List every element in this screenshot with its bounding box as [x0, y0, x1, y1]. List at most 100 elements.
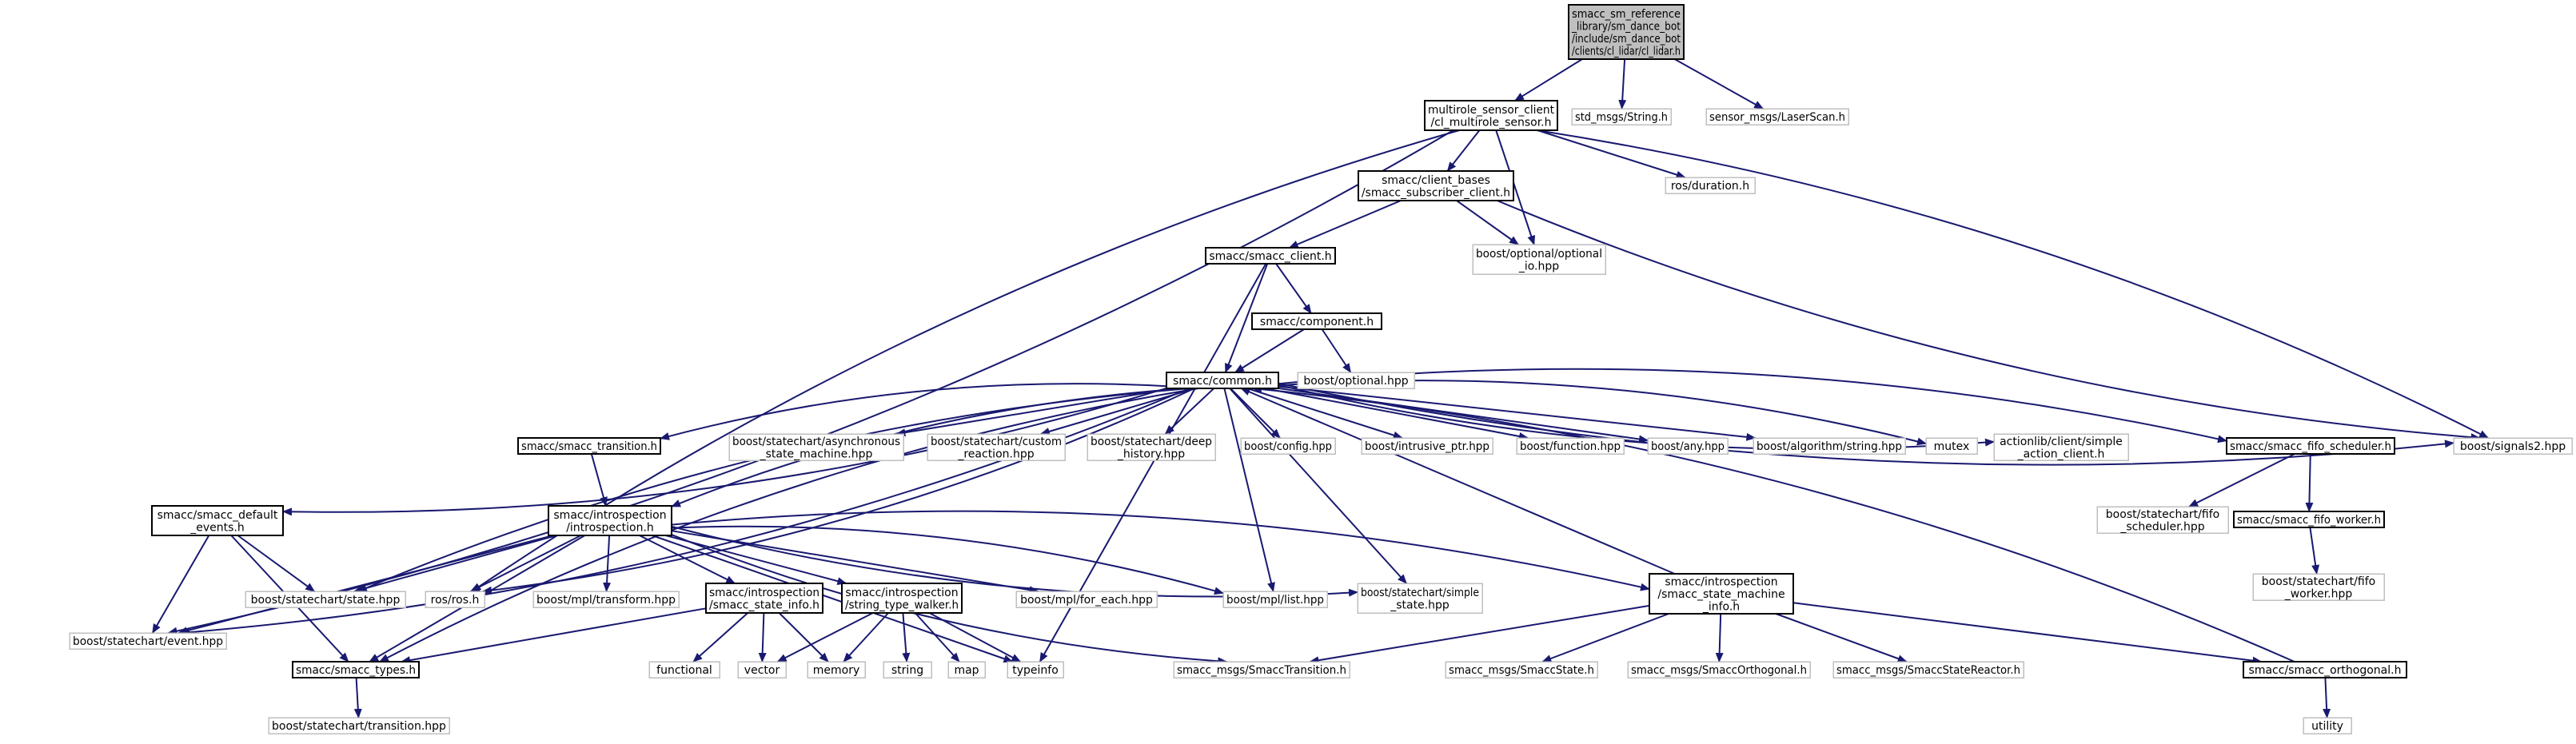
node-state_info-label-line-0: smacc/introspection [709, 587, 819, 599]
edge-multirole-to-signals2 [1537, 129, 2489, 439]
edge-default_events-to-event [151, 535, 210, 634]
node-sm_info-box [1649, 573, 1794, 615]
edge-smacc_client-to-component [1275, 263, 1312, 314]
node-map: map [947, 661, 986, 678]
node-type_walker-label-line-1: /string_type_walker.h [845, 599, 959, 611]
node-smacc_state_msg-label-line-0: smacc_msgs/SmaccState.h [1449, 664, 1594, 677]
node-smacc_client-label-line-0: smacc/smacc_client.h [1209, 250, 1331, 263]
node-default_events[interactable]: smacc/smacc_default_events.h [151, 505, 284, 536]
node-sc_fifo_scheduler: boost/statechart/fifo_scheduler.hpp [2096, 506, 2229, 534]
edge-introspection-to-event [177, 535, 554, 635]
node-std_string-box [1571, 108, 1672, 125]
node-custom_reaction-label-line-1: _reaction.hpp [957, 448, 1034, 460]
node-root-label-line-3: /clients/cl_lidar/cl_lidar.h [1572, 45, 1681, 58]
node-subscriber-label-line-0: smacc/client_bases [1382, 174, 1490, 187]
node-event: boost/statechart/event.hpp [69, 632, 227, 650]
edge-type_walker-to-vector [776, 612, 874, 662]
node-smacc_state_reactor_msg-label-line-0: smacc_msgs/SmaccStateReactor.h [1836, 664, 2020, 677]
node-signals2: boost/signals2.hpp [2453, 437, 2573, 455]
node-transition[interactable]: smacc/smacc_transition.h [517, 437, 661, 455]
node-async_sm: boost/statechart/asynchronous_state_mach… [728, 433, 904, 461]
edge-type_walker-to-map [914, 612, 960, 662]
node-state-label-line-0: boost/statechart/state.hpp [251, 594, 401, 607]
node-laserscan-label-line-0: sensor_msgs/LaserScan.h [1709, 111, 1845, 124]
edge-sm_info-to-smacc_state_msg [1541, 613, 1669, 662]
edge-subscriber-to-signals2 [1497, 200, 2481, 442]
node-map-box [947, 661, 986, 678]
edge-multirole-to-event [167, 129, 1454, 635]
node-config: boost/config.hpp [1240, 437, 1336, 455]
node-fifo_scheduler[interactable]: smacc/smacc_fifo_scheduler.h [2226, 437, 2395, 455]
node-mpl_list: boost/mpl/list.hpp [1222, 591, 1328, 608]
node-transition-box [517, 437, 661, 455]
node-smacc_state_msg-box [1445, 661, 1598, 678]
node-sm_info[interactable]: smacc/introspection/smacc_state_machine_… [1649, 573, 1794, 615]
node-multirole[interactable]: multirole_sensor_client/cl_multirole_sen… [1424, 100, 1558, 131]
node-intrusive_ptr-label-line-0: boost/intrusive_ptr.hpp [1365, 440, 1489, 453]
edge-default_events-to-state [237, 535, 316, 592]
node-subscriber[interactable]: smacc/client_bases/smacc_subscriber_clie… [1358, 170, 1514, 201]
node-memory-box [807, 661, 866, 678]
edge-root-to-std_string [1618, 58, 1627, 109]
edge-fifo_scheduler-to-sc_fifo_scheduler [2188, 453, 2295, 507]
node-type_walker[interactable]: smacc/introspection/string_type_walker.h [841, 583, 963, 614]
node-optional-label-line-0: boost/optional.hpp [1303, 375, 1408, 388]
node-smacc_transition_msg-box [1173, 661, 1350, 678]
node-layer: smacc_sm_reference_library/sm_dance_bot /… [69, 4, 2573, 734]
node-sm_info-label-line-0: smacc/introspection [1665, 576, 1777, 589]
node-sc_fifo_worker: boost/statechart/fifo_worker.hpp [2252, 573, 2385, 601]
node-algo_string-label-line-0: boost/algorithm/string.hpp [1757, 440, 1902, 453]
node-types[interactable]: smacc/smacc_types.h [292, 661, 420, 678]
edge-fifo_worker-to-sc_fifo_worker [2309, 527, 2320, 575]
node-component[interactable]: smacc/component.h [1251, 312, 1382, 330]
node-sm_info-label-line-2: _info.h [1702, 601, 1740, 614]
node-component-box [1251, 312, 1382, 330]
edge-common-to-deep_history [1164, 388, 1214, 435]
node-any-label-line-0: boost/any.hpp [1651, 440, 1725, 453]
edge-multirole-to-subscriber [1446, 129, 1481, 172]
edge-introspection-to-mpl_transform [603, 535, 612, 592]
node-root[interactable]: smacc_sm_reference_library/sm_dance_bot /… [1568, 4, 1685, 60]
edge-type_walker-to-string [902, 612, 911, 662]
node-state_info[interactable]: smacc/introspection/smacc_state_info.h [705, 583, 823, 614]
node-deep_history: boost/statechart/deep_history.hpp [1087, 433, 1216, 461]
edge-common-to-types [379, 388, 1199, 662]
node-smacc_state_reactor_msg: smacc_msgs/SmaccStateReactor.h [1832, 661, 2024, 678]
node-state: boost/statechart/state.hpp [245, 591, 406, 608]
edge-sm_info-to-smacc_state_reactor_msg [1775, 613, 1908, 662]
node-simple_state-box [1357, 583, 1483, 614]
node-component-label-line-0: smacc/component.h [1260, 316, 1374, 328]
node-typeinfo-box [1007, 661, 1064, 678]
node-custom_reaction-label-line-0: boost/statechart/custom [931, 436, 1062, 448]
edge-common-to-signals2 [1278, 382, 2454, 466]
node-simple_action_client-label-line-0: actionlib/client/simple [2000, 436, 2123, 448]
node-sc_fifo_worker-label-line-1: _worker.hpp [2284, 587, 2353, 600]
edge-sm_info-to-smacc_orthogonal_msg [1715, 613, 1724, 662]
node-optional-box [1297, 372, 1415, 389]
edge-multirole-to-optional_io [1495, 129, 1536, 245]
node-duration-box [1665, 177, 1756, 194]
node-optional: boost/optional.hpp [1297, 372, 1415, 389]
edge-common-to-any [1278, 387, 1649, 444]
node-root-label-line-0: smacc_sm_reference [1572, 8, 1681, 21]
node-deep_history-label-line-0: boost/statechart/deep [1091, 436, 1212, 448]
node-type_walker-box [841, 583, 963, 614]
node-simple_state-label-line-1: _state.hpp [1390, 599, 1449, 611]
node-state-box [245, 591, 406, 608]
node-default_events-label-line-1: _events.h [189, 521, 245, 534]
node-smacc_client[interactable]: smacc/smacc_client.h [1205, 247, 1336, 265]
node-memory-label-line-0: memory [813, 664, 860, 677]
node-vector-box [737, 661, 787, 678]
node-common[interactable]: smacc/common.h [1166, 372, 1279, 389]
node-mutex: mutex [1925, 437, 1978, 455]
node-typeinfo: typeinfo [1007, 661, 1064, 678]
node-introspection[interactable]: smacc/introspection/introspection.h [548, 505, 672, 536]
edge-types-to-sc_transition [353, 677, 362, 718]
node-root-label-line-1: _library/sm_dance_bot [1571, 20, 1681, 33]
node-orthogonal[interactable]: smacc/smacc_orthogonal.h [2243, 661, 2407, 678]
edge-common-to-state [357, 388, 1190, 592]
edge-common-to-async_sm [895, 388, 1174, 437]
node-fifo_worker[interactable]: smacc/smacc_fifo_worker.h [2233, 511, 2385, 528]
node-config-box [1240, 437, 1336, 455]
node-mutex-label-line-0: mutex [1934, 440, 1970, 453]
